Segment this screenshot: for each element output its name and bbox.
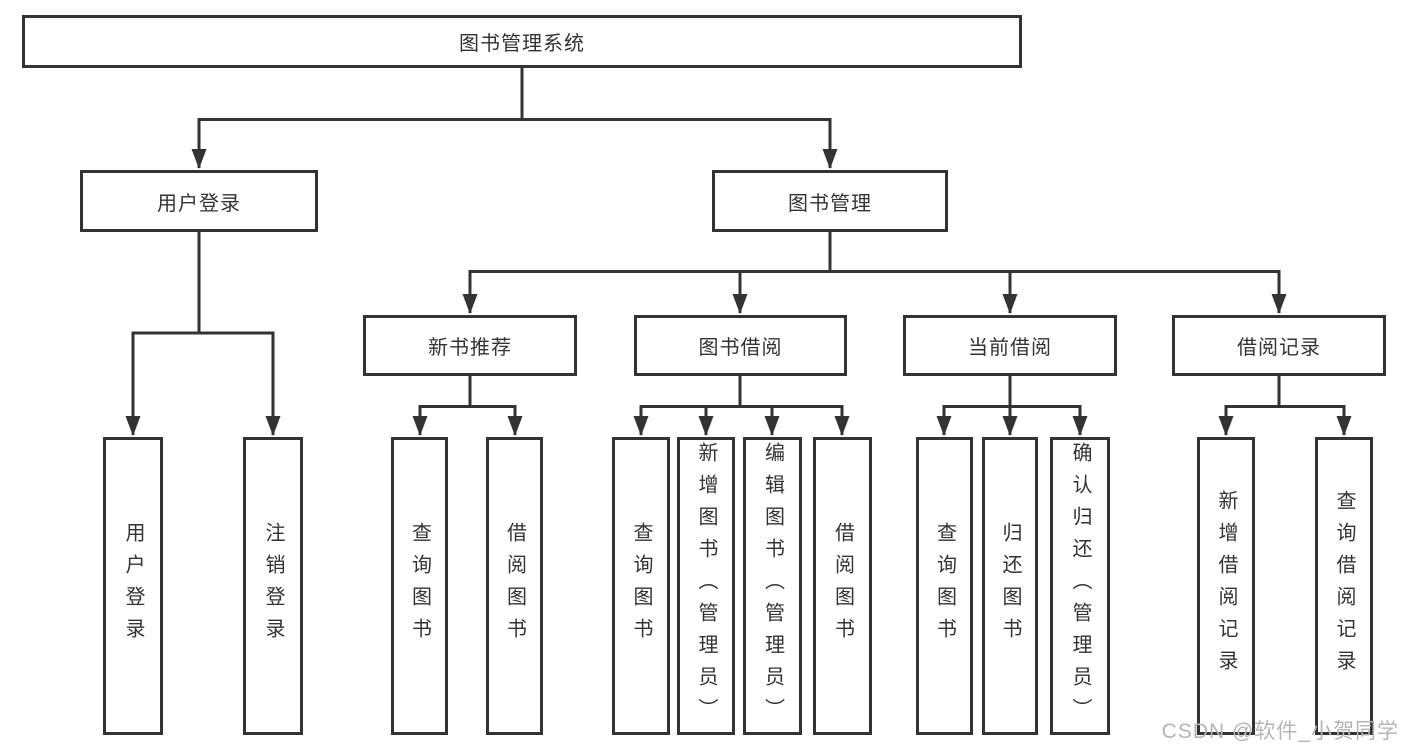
- node-user-login-label: 用户登录: [157, 192, 241, 215]
- leaf-logout: 注销登录: [243, 437, 303, 735]
- leaf-query-borrow-record: 查询借阅记录: [1315, 437, 1373, 735]
- connector-book-management-children: [462, 232, 1287, 314]
- connector-borrow-records-children: [1218, 376, 1352, 436]
- node-book-borrowing: 图书借阅: [634, 315, 847, 376]
- connector-book-borrowing-children: [633, 376, 850, 436]
- node-borrowing-records-label: 借阅记录: [1237, 337, 1321, 359]
- leaf-edit-books-admin: 编辑图书（管理员）: [743, 437, 802, 735]
- leaf-add-borrow-record-label: 新增借阅记录: [1215, 490, 1237, 682]
- node-user-login: 用户登录: [80, 170, 318, 232]
- connector-user-login-children: [125, 232, 281, 436]
- leaf-borrowing-borrow-books: 借阅图书: [813, 437, 872, 735]
- leaf-borrowing-query-books: 查询图书: [612, 437, 670, 735]
- node-new-book-recommendation-label: 新书推荐: [428, 337, 512, 359]
- node-new-book-recommendation: 新书推荐: [363, 315, 577, 376]
- leaf-user-login-label: 用户登录: [122, 522, 144, 650]
- leaf-user-login: 用户登录: [103, 437, 163, 735]
- leaf-newrec-borrow-books-label: 借阅图书: [503, 522, 526, 650]
- leaf-borrowing-query-books-label: 查询图书: [630, 522, 652, 650]
- node-current-borrowing-label: 当前借阅: [968, 337, 1052, 359]
- node-borrowing-records: 借阅记录: [1172, 315, 1386, 376]
- leaf-logout-label: 注销登录: [262, 522, 284, 650]
- watermark: CSDN @软件_小贺同学: [1161, 720, 1399, 743]
- leaf-newrec-query-books-label: 查询图书: [408, 522, 431, 650]
- leaf-return-books: 归还图书: [982, 437, 1038, 735]
- leaf-current-query-books-label: 查询图书: [933, 522, 956, 650]
- leaf-borrowing-borrow-books-label: 借阅图书: [831, 522, 854, 650]
- connector-root-to-level2: [191, 68, 838, 169]
- leaf-confirm-return-admin: 确认归还（管理员）: [1050, 437, 1110, 735]
- leaf-add-borrow-record: 新增借阅记录: [1197, 437, 1255, 735]
- connector-new-book-children: [412, 376, 523, 436]
- leaf-query-borrow-record-label: 查询借阅记录: [1333, 490, 1355, 682]
- leaf-add-books-admin-label: 新增图书（管理员）: [695, 442, 717, 730]
- node-book-management: 图书管理: [712, 170, 948, 232]
- node-book-borrowing-label: 图书借阅: [698, 337, 783, 359]
- leaf-current-query-books: 查询图书: [916, 437, 973, 735]
- leaf-add-books-admin: 新增图书（管理员）: [677, 437, 735, 735]
- node-book-management-label: 图书管理: [788, 192, 872, 215]
- leaf-confirm-return-admin-label: 确认归还（管理员）: [1069, 442, 1091, 730]
- leaf-newrec-query-books: 查询图书: [391, 437, 448, 735]
- leaf-return-books-label: 归还图书: [999, 522, 1021, 650]
- node-library-system-label: 图书管理系统: [459, 33, 585, 55]
- leaf-edit-books-admin-label: 编辑图书（管理员）: [761, 442, 784, 730]
- connector-current-borrowing-children: [936, 376, 1088, 436]
- leaf-newrec-borrow-books: 借阅图书: [486, 437, 543, 735]
- node-library-system: 图书管理系统: [22, 15, 1022, 68]
- node-current-borrowing: 当前借阅: [903, 315, 1117, 376]
